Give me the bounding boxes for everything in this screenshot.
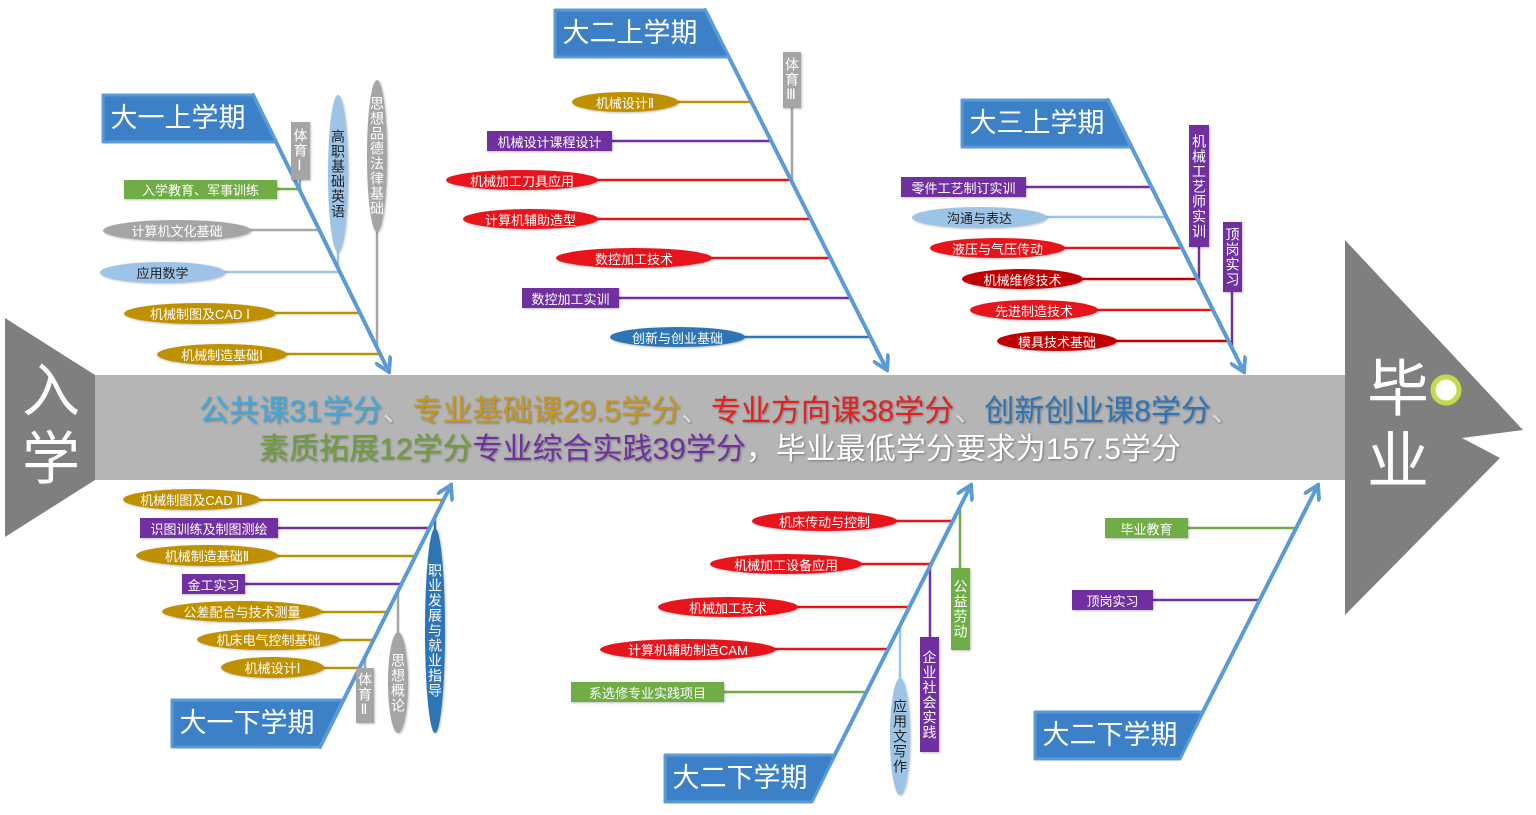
semester-label-shape: [960, 98, 1133, 149]
basic-course-credits: 专业基础课29.5学分: [412, 395, 681, 428]
course-item: 机械加工技术: [658, 597, 798, 617]
course-item: 机械制造基础Ⅰ: [157, 344, 287, 365]
separator: 、: [382, 395, 413, 428]
separator: 、: [954, 395, 985, 428]
course-item: 顶岗实习: [1072, 590, 1153, 610]
course-item-vertical: 思想品德法律基础: [367, 80, 387, 232]
course-item: 液压与气压传动: [930, 238, 1065, 258]
course-item: 系选修专业实践项目: [571, 682, 724, 702]
course-item: 机械制造基础Ⅱ: [136, 545, 278, 566]
semester-label: 大三上学期: [969, 108, 1105, 138]
semester-label: 大一下学期: [179, 708, 315, 738]
direction-course-credits: 专业方向课38学分: [710, 395, 955, 428]
start-label: 入学: [13, 360, 78, 496]
course-item-vertical: 应用文写作: [890, 678, 910, 795]
course-item: 识图训练及制图测绘: [140, 518, 278, 538]
course-item: 零件工艺制订实训: [901, 177, 1026, 197]
bone-arrow: [810, 485, 971, 802]
practice-course-credits: 专业综合实践39学分: [472, 433, 746, 466]
fish-tail: [5, 318, 95, 537]
course-item-vertical: 企业社会实践: [920, 637, 939, 752]
course-item: 毕业教育: [1105, 518, 1188, 538]
course-item: 机械维修技术: [962, 269, 1083, 289]
semester-label: 大一上学期: [110, 103, 246, 133]
bone-arrow: [703, 8, 887, 370]
course-item: 机械设计Ⅰ: [221, 657, 324, 678]
end-label: 毕业: [1357, 356, 1426, 500]
course-item: 计算机辅助造型: [463, 209, 598, 229]
course-item: 沟通与表达: [912, 207, 1047, 228]
semester-label-shape: [170, 698, 345, 749]
credit-summary-line-2: 素质拓展12学分 专业综合实践39学分 ，毕业最低学分要求为157.5学分: [95, 428, 1345, 466]
quality-course-credits: 素质拓展12学分: [259, 433, 473, 466]
course-item: 创新与创业基础: [610, 327, 745, 347]
fish-eye: [1430, 374, 1462, 406]
course-item: 机械设计课程设计: [487, 131, 612, 151]
course-item-vertical: 思想概论: [388, 632, 408, 733]
course-item: 机床电气控制基础: [197, 629, 340, 650]
course-item: 公差配合与技术测量: [162, 601, 322, 622]
course-item: 应用数学: [100, 262, 225, 283]
course-item-vertical: 公益劳动: [951, 568, 970, 650]
graduation-requirement: ，毕业最低学分要求为157.5学分: [745, 433, 1181, 466]
course-item: 计算机辅助制造CAM: [600, 639, 776, 660]
public-course-credits: 公共课31学分: [199, 395, 383, 428]
course-item: 机械加工设备应用: [710, 554, 862, 574]
course-item: 数控加工技术: [556, 248, 712, 268]
semester-label-shape: [553, 8, 731, 59]
course-item-vertical: 高职基础英语: [328, 95, 348, 252]
course-item: 机械制图及CAD Ⅰ: [124, 303, 276, 324]
course-item-vertical: 顶岗实习: [1223, 222, 1242, 292]
semester-label: 大二下学期: [1042, 720, 1178, 750]
course-item: 先进制造技术: [970, 300, 1098, 320]
course-item-vertical: 体育Ⅰ: [291, 122, 310, 180]
semester-label: 大二上学期: [562, 18, 698, 48]
innovation-course-credits: 创新创业课8学分: [984, 395, 1211, 428]
course-item-vertical: 体育Ⅱ: [356, 668, 374, 723]
course-item: 机械制图及CAD Ⅱ: [123, 489, 260, 510]
semester-label-shape: [1033, 710, 1205, 761]
course-item: 机械设计Ⅱ: [572, 92, 678, 112]
course-item-vertical: 职业发展与就业指导: [425, 528, 445, 733]
separator: 、: [680, 395, 711, 428]
course-item: 机械加工刀具应用: [446, 170, 598, 190]
separator: 、: [1210, 395, 1241, 428]
semester-label-shape: [663, 753, 837, 804]
course-item: 金工实习: [182, 574, 245, 594]
semester-label: 大二下学期: [672, 763, 808, 793]
course-item-vertical: 体育Ⅲ: [783, 52, 801, 108]
course-item-vertical: 机械工艺师实训: [1189, 125, 1209, 247]
course-item: 数控加工实训: [522, 288, 619, 308]
fish-head: [1345, 240, 1523, 615]
course-item: 模具技术基础: [997, 331, 1117, 351]
spine: [95, 375, 1347, 480]
credit-summary-line-1: 公共课31学分 、 专业基础课29.5学分 、 专业方向课38学分 、 创新创业…: [95, 390, 1345, 428]
course-item: 计算机文化基础: [103, 220, 251, 241]
course-item: 机床传动与控制: [752, 511, 897, 531]
semester-label-shape: [101, 93, 278, 144]
course-item: 入学教育、军事训练: [124, 180, 277, 199]
